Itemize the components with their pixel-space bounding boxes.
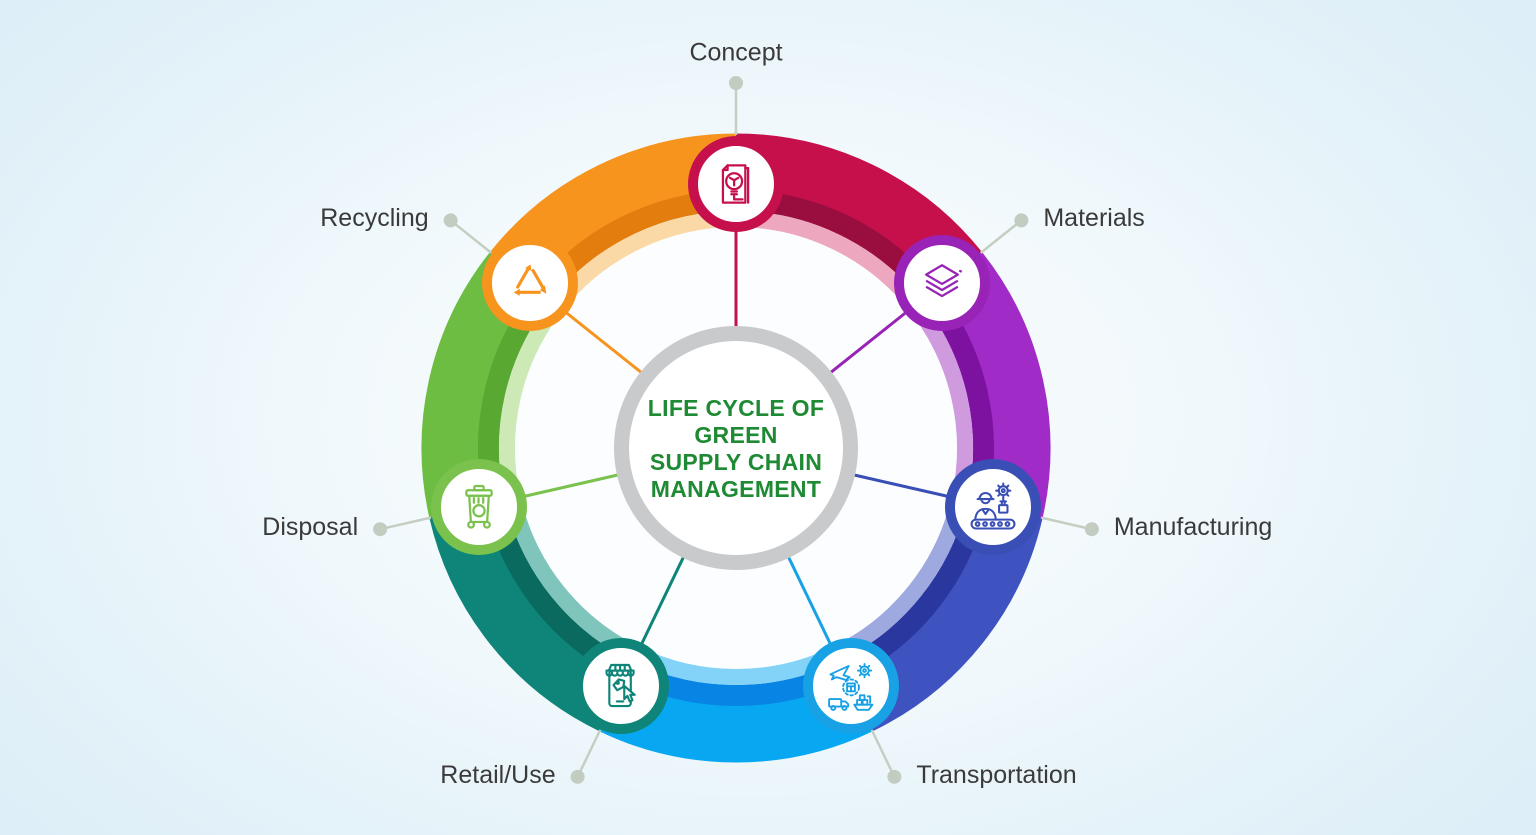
disposal-icon (451, 479, 507, 535)
callout-dot-materials (1014, 213, 1029, 228)
callout-line-recycling (449, 219, 493, 254)
center-disc (618, 330, 854, 566)
stage-label-retail-use: Retail/Use (440, 760, 556, 789)
callout-dot-recycling (443, 213, 458, 228)
stage-label-concept: Concept (689, 38, 783, 67)
transportation-icon (823, 658, 879, 714)
stage-node-retail-use (573, 637, 670, 734)
callout-line-materials (979, 219, 1023, 254)
stage-label-disposal: Disposal (262, 513, 359, 542)
callout-dot-manufacturing (1084, 522, 1099, 537)
stage-label-materials: Materials (1043, 204, 1145, 233)
center-title: LIFE CYCLE OF GREEN SUPPLY CHAIN MANAGEM… (620, 395, 852, 503)
stage-node-disposal (430, 458, 527, 555)
center-ring (614, 326, 858, 570)
title-line-2: GREEN (694, 422, 778, 448)
stage-node-materials (894, 235, 991, 332)
stage-label-recycling: Recycling (320, 204, 429, 233)
recycling-icon (502, 255, 558, 311)
title-line-4: MANAGEMENT (650, 476, 822, 502)
callouts (373, 76, 1099, 784)
callout-line-retail-use (576, 729, 602, 778)
callout-dot-transportation (887, 769, 902, 784)
stage-label-manufacturing: Manufacturing (1113, 513, 1273, 542)
stage-node-concept (688, 136, 784, 232)
manufacturing-icon (965, 479, 1021, 535)
title-line-3: SUPPLY CHAIN (649, 449, 823, 475)
title-line-1: LIFE CYCLE OF (647, 395, 825, 421)
stage-node-transportation (802, 637, 899, 734)
concept-icon (708, 156, 764, 212)
callout-dot-disposal (373, 522, 388, 537)
stage-label-transportation: Transportation (916, 760, 1077, 789)
stage-node-recycling (481, 235, 578, 332)
callout-line-manufacturing (1040, 516, 1093, 531)
retail-icon (593, 658, 649, 714)
callout-dot-concept (729, 76, 743, 90)
callout-dot-retail-use (570, 769, 585, 784)
callout-line-transportation (870, 729, 896, 778)
materials-icon (914, 255, 970, 311)
callout-line-disposal (379, 516, 432, 531)
stage-node-manufacturing (945, 458, 1042, 555)
